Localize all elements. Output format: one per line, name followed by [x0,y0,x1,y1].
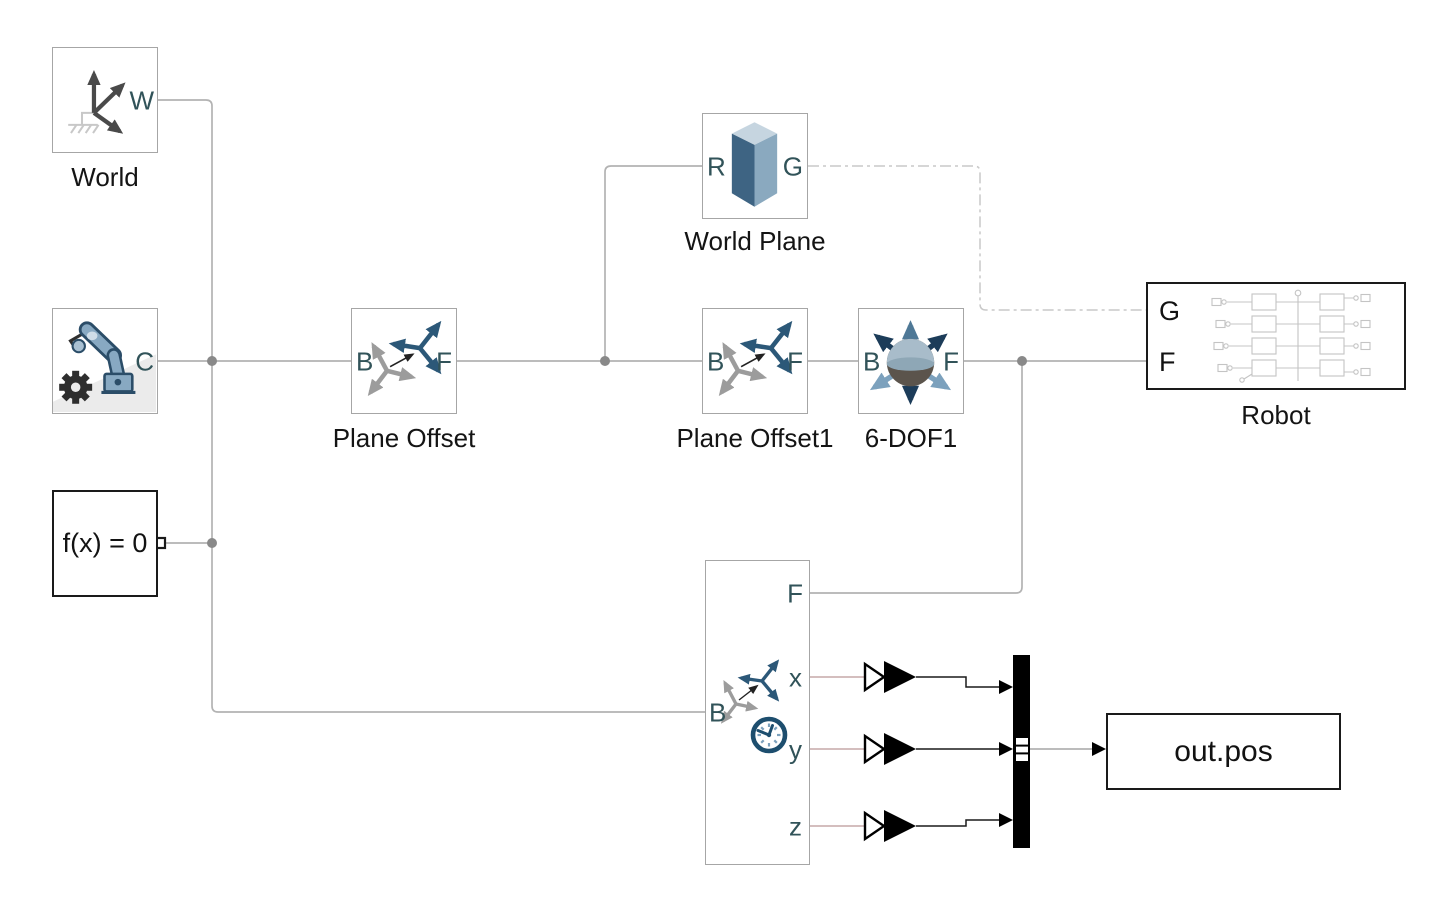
port-label-f: F [436,346,452,377]
ps-simulink-converter-y[interactable] [863,733,916,765]
port-label-b: B [707,346,725,377]
port-label-w: W [129,85,154,116]
solid-triangle-icon [884,810,916,842]
port-label-b: B [356,346,374,377]
junction-dot [600,356,610,366]
wire-world-w-to-sensor-b[interactable] [158,99,705,713]
ps-simulink-converter-x[interactable] [863,661,916,693]
port-label-y: y [789,734,802,765]
port-label-f: F [943,346,959,377]
six-dof1-block[interactable]: B F [858,308,964,414]
plane-offset1-block-label[interactable]: Plane Offset1 [676,423,834,453]
plane-offset1-block[interactable]: B F [702,308,808,414]
port-label-g: G [1159,295,1181,326]
arrowhead-bus-in-y [999,742,1013,756]
world-block-label[interactable]: World [71,162,139,192]
subsystem-preview-icon [1211,289,1371,383]
out-pos-block[interactable]: out.pos [1106,713,1341,790]
ps-simulink-converter-z[interactable] [863,810,916,842]
wire-branch-to-worldplane-r[interactable] [604,165,702,361]
hollow-triangle-icon [863,810,887,842]
hollow-triangle-icon [863,733,887,765]
port-label-g: G [782,151,803,182]
solid-triangle-icon [884,733,916,765]
six-dof1-block-label[interactable]: 6-DOF1 [864,423,958,453]
port-label-r: R [707,151,726,182]
wire-conv-x-to-bus[interactable] [916,676,999,688]
out-pos-label: out.pos [1174,734,1273,768]
arrowhead-outport-in [1092,742,1106,756]
port-label-f: F [787,578,803,609]
solid-triangle-icon [884,661,916,693]
robot-subsystem-block[interactable]: G F [1146,282,1406,390]
arrowhead-bus-in-z [999,813,1013,827]
solver-configuration-block[interactable]: f(x) = 0 [52,490,158,597]
transform-sensor-clock-icon [720,659,788,754]
bus-badge-icon [1016,738,1028,761]
world-plane-block[interactable]: R G [702,113,808,219]
world-plane-block-label[interactable]: World Plane [684,226,826,256]
gear-icon [59,370,93,404]
wire-worldplane-g-to-robot-g-dashdot[interactable] [808,165,1146,311]
wire-sensor-f-branch[interactable] [810,361,1023,594]
bus-creator-block[interactable] [1013,655,1030,848]
junction-dot [207,538,217,548]
plane-offset-block-label[interactable]: Plane Offset [332,423,476,453]
port-label-x: x [789,662,802,693]
port-label-z: z [789,811,802,842]
robot-arm-gear-icon [53,321,156,412]
port-label-f: F [1159,346,1176,377]
junction-dot [207,356,217,366]
plane-offset-block[interactable]: B F [351,308,457,414]
port-label-c: C [135,346,154,377]
world-block[interactable]: W [52,47,158,153]
junction-dot [1017,356,1027,366]
transform-sensor-block[interactable]: B F x y z [705,560,810,865]
brick-solid-icon [731,122,778,207]
port-label-b: B [863,346,881,377]
solver-configuration-text: f(x) = 0 [62,528,148,558]
mechanism-configuration-block[interactable]: C [52,308,158,414]
port-label-f: F [787,346,803,377]
clock-icon [750,716,788,754]
rigid-transform-frames-icon [718,320,793,397]
rigid-transform-frames-icon [367,320,442,397]
port-label-b: B [709,697,727,728]
world-frame-icon [68,70,126,134]
six-dof-joint-icon [869,320,952,405]
wire-conv-z-to-bus[interactable] [916,819,999,827]
robot-block-label[interactable]: Robot [1241,400,1311,430]
arrowhead-bus-in-x [999,680,1013,694]
hollow-triangle-icon [863,661,887,693]
